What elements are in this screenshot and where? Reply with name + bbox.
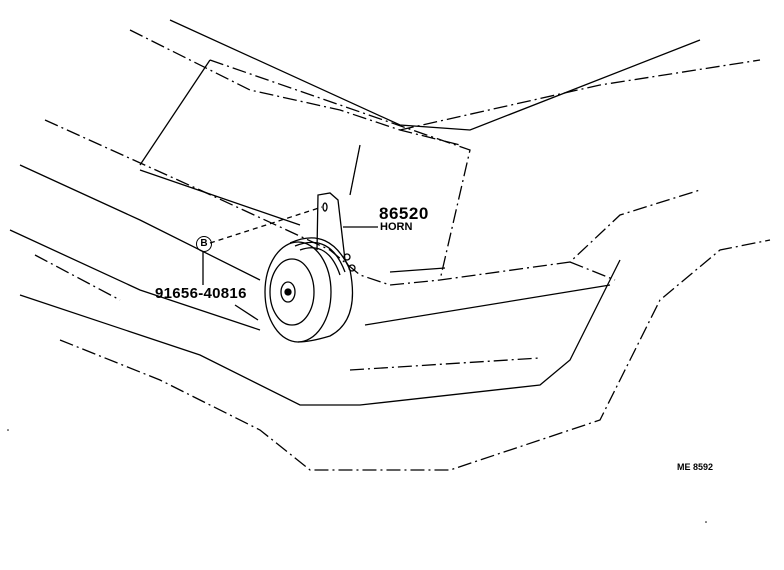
bumper-line [19,259,621,406]
window-panel [349,144,361,196]
part-number-horn: 86520 [379,204,429,223]
body-contour-line [169,19,701,131]
bumper-line [364,284,611,326]
bumper-line [19,164,261,281]
bumper-line [349,357,541,371]
window-panel [139,169,301,226]
part-name-horn: HORN [380,221,413,233]
window-panel [389,267,446,273]
leader-line [209,206,323,244]
leader-line [234,304,259,321]
bumper-line [59,239,771,471]
horn-icon [264,192,356,343]
body-contour-line [129,29,461,146]
window-panel [139,59,211,166]
bumper-line [569,261,616,281]
bumper-line [44,119,701,286]
diagram-code: ME 8592 [677,462,714,472]
bumper-line [9,229,261,331]
body-contour-line [209,59,471,281]
part-number-bolt: 91656-40816 [155,285,247,302]
bumper-line [34,254,121,301]
body-contour-line [399,59,761,131]
reference-mark: B [196,236,212,252]
